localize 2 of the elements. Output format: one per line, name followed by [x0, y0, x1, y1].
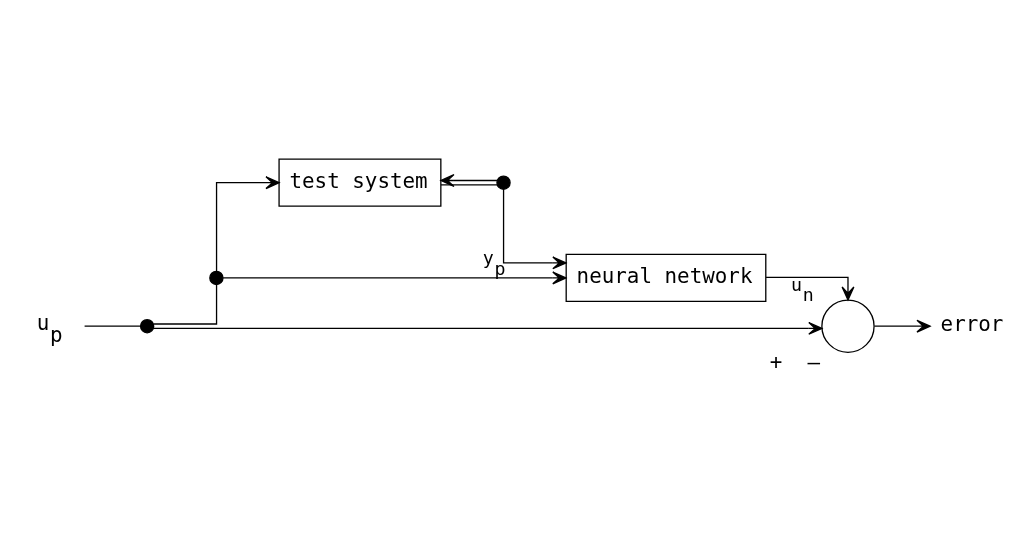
node-label: + — — [769, 350, 820, 374]
node-text: error — [940, 312, 1004, 337]
